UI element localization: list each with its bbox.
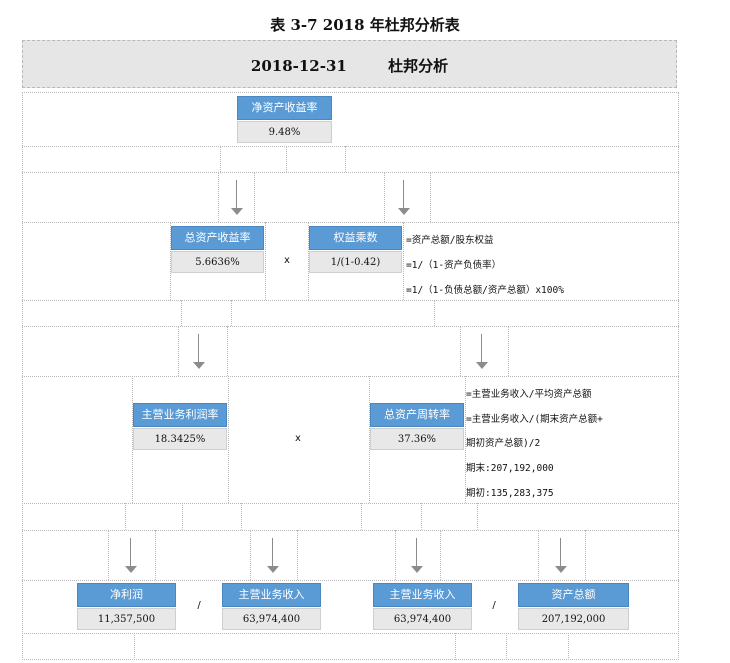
asset-turnover-note: 期初:135,283,375 xyxy=(466,488,554,499)
divide-operator: / xyxy=(492,600,496,611)
grid-vline xyxy=(369,376,370,503)
grid-line xyxy=(22,300,679,301)
grid-line xyxy=(22,530,679,531)
grid-line xyxy=(22,222,679,223)
down-arrow-icon xyxy=(398,180,410,215)
grid-vline xyxy=(125,503,126,530)
grid-line xyxy=(22,580,679,581)
profit-margin-title: 主营业务利润率 xyxy=(133,403,227,427)
grid-vline xyxy=(538,530,539,580)
revenue-title: 主营业务收入 xyxy=(373,583,472,607)
asset-turnover-note: =主营业务收入/(期末资产总额+ xyxy=(466,414,603,425)
grid-vline xyxy=(508,326,509,376)
total-assets-value: 207,192,000 xyxy=(518,608,629,630)
grid-line xyxy=(22,376,679,377)
roa-value: 5.6636% xyxy=(171,251,264,273)
down-arrow-icon xyxy=(267,538,279,573)
grid-vline xyxy=(308,222,309,300)
asset-turnover-title: 总资产周转率 xyxy=(370,403,464,427)
revenue-title: 主营业务收入 xyxy=(222,583,321,607)
grid-vline xyxy=(132,376,133,503)
profit-margin-value: 18.3425% xyxy=(133,428,227,450)
total-assets-title: 资产总额 xyxy=(518,583,629,607)
grid-line xyxy=(22,326,679,327)
multiply-operator: x xyxy=(284,255,290,266)
grid-vline xyxy=(477,503,478,530)
roa-title: 总资产收益率 xyxy=(171,226,264,250)
grid-vline xyxy=(181,300,182,326)
grid-vline xyxy=(434,300,435,326)
down-arrow-icon xyxy=(411,538,423,573)
equity-multiplier-value: 1/(1-0.42) xyxy=(309,251,402,273)
grid-vline xyxy=(265,222,266,300)
grid-vline xyxy=(506,633,507,660)
grid-vline xyxy=(345,146,346,172)
grid-line xyxy=(22,633,679,634)
grid-vline xyxy=(421,503,422,530)
equity-multiplier-note: =1/（1-负债总额/资产总额）x100% xyxy=(406,285,564,296)
grid-vline xyxy=(384,172,385,222)
grid-line xyxy=(22,146,679,147)
down-arrow-icon xyxy=(476,334,488,369)
roe-value: 9.48% xyxy=(237,121,332,143)
grid-vline xyxy=(241,503,242,530)
roe-title: 净资产收益率 xyxy=(237,96,332,120)
grid-vline xyxy=(228,376,229,503)
grid-vline xyxy=(465,376,466,503)
net-profit-title: 净利润 xyxy=(77,583,176,607)
equity-multiplier-note: =1/（1-资产负债率） xyxy=(406,260,502,271)
grid-vline xyxy=(286,146,287,172)
grid-vline xyxy=(297,530,298,580)
multiply-operator: x xyxy=(295,433,301,444)
header-date: 2018-12-31 xyxy=(250,57,347,75)
grid-vline xyxy=(220,146,221,172)
grid-vline xyxy=(403,222,404,300)
grid-vline xyxy=(250,530,251,580)
grid-vline xyxy=(361,503,362,530)
header-label: 杜邦分析 xyxy=(388,57,449,75)
grid-vline xyxy=(395,530,396,580)
grid-vline xyxy=(585,530,586,580)
equity-multiplier-note: =资产总额/股东权益 xyxy=(406,235,494,246)
revenue-value: 63,974,400 xyxy=(373,608,472,630)
asset-turnover-note: =主营业务收入/平均资产总额 xyxy=(466,389,592,400)
asset-turnover-note: 期初资产总额)/2 xyxy=(466,438,541,449)
grid-vline xyxy=(568,633,569,660)
grid-line xyxy=(22,172,679,173)
grid-vline xyxy=(227,326,228,376)
grid-vline xyxy=(254,172,255,222)
grid-line xyxy=(22,503,679,504)
asset-turnover-value: 37.36% xyxy=(370,428,464,450)
grid-vline xyxy=(108,530,109,580)
down-arrow-icon xyxy=(125,538,137,573)
down-arrow-icon xyxy=(193,334,205,369)
grid-vline xyxy=(455,633,456,660)
grid-vline xyxy=(178,326,179,376)
grid-vline xyxy=(155,530,156,580)
divide-operator: / xyxy=(197,600,201,611)
down-arrow-icon xyxy=(231,180,243,215)
grid-vline xyxy=(440,530,441,580)
grid-vline xyxy=(170,222,171,300)
down-arrow-icon xyxy=(555,538,567,573)
asset-turnover-note: 期末:207,192,000 xyxy=(466,463,554,474)
equity-multiplier-title: 权益乘数 xyxy=(309,226,402,250)
grid-vline xyxy=(460,326,461,376)
grid-vline xyxy=(430,172,431,222)
grid-vline xyxy=(134,633,135,660)
grid-vline xyxy=(231,300,232,326)
table-caption: 表 3-7 2018 年杜邦分析表 xyxy=(270,16,460,34)
table-header: 2018-12-31 杜邦分析 xyxy=(22,40,677,88)
grid-vline xyxy=(182,503,183,530)
net-profit-value: 11,357,500 xyxy=(77,608,176,630)
revenue-value: 63,974,400 xyxy=(222,608,321,630)
grid-vline xyxy=(218,172,219,222)
